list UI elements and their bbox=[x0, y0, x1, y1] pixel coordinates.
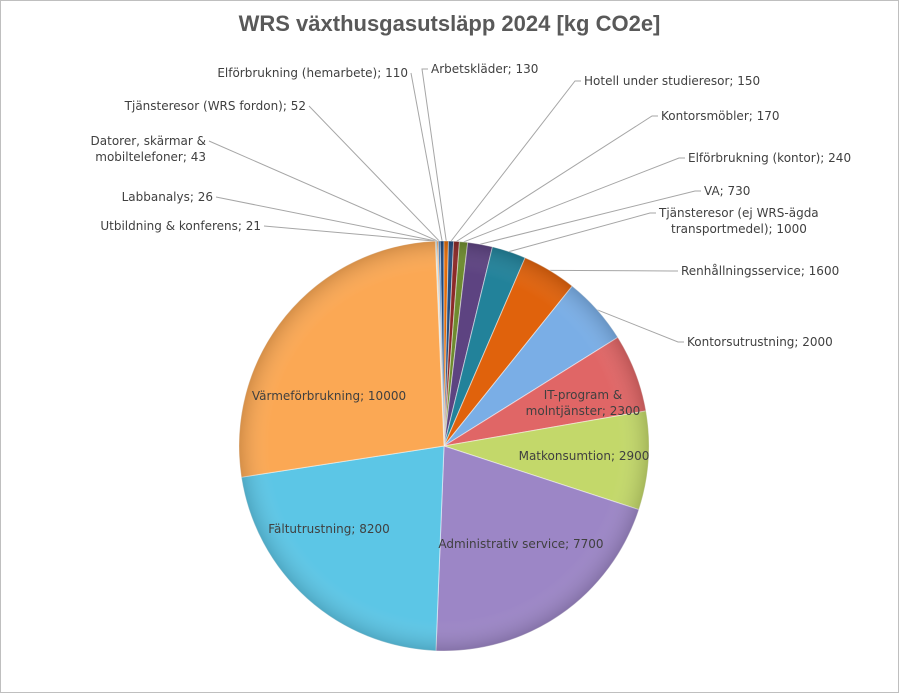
chart-title: WRS växthusgasutsläpp 2024 [kg CO2e] bbox=[238, 11, 661, 36]
leader-line bbox=[508, 212, 656, 253]
leader-lines bbox=[208, 68, 701, 343]
leader-line bbox=[480, 190, 701, 245]
leader-line bbox=[208, 140, 438, 242]
data-label: Fältutrustning; 8200 bbox=[268, 522, 390, 536]
leader-line bbox=[463, 157, 685, 243]
data-label: VA; 730 bbox=[704, 184, 750, 198]
leader-line bbox=[308, 105, 440, 242]
leader-line bbox=[215, 196, 437, 242]
data-label: Datorer, skärmar &mobiltelefoner; 43 bbox=[91, 134, 206, 164]
leader-line bbox=[263, 225, 436, 242]
data-label: Arbetskläder; 130 bbox=[431, 62, 538, 76]
leader-line bbox=[410, 72, 443, 242]
leader-line bbox=[421, 68, 447, 242]
pie-shading bbox=[239, 241, 649, 651]
data-label: Hotell under studieresor; 150 bbox=[584, 74, 760, 88]
data-label: Värmeförbrukning; 10000 bbox=[252, 389, 406, 403]
data-label: Matkonsumtion; 2900 bbox=[519, 449, 650, 463]
data-label: IT-program &molntjänster; 2300 bbox=[526, 388, 641, 418]
leader-line bbox=[597, 309, 684, 343]
data-label: Utbildning & konferens; 21 bbox=[100, 219, 261, 233]
data-label: Tjänsteresor (WRS fordon); 52 bbox=[124, 99, 306, 113]
leader-line bbox=[450, 80, 581, 242]
data-label: Labbanalys; 26 bbox=[122, 190, 213, 204]
data-label: Elförbrukning (kontor); 240 bbox=[688, 151, 851, 165]
data-label: Elförbrukning (hemarbete); 110 bbox=[217, 66, 408, 80]
data-label: Renhållningsservice; 1600 bbox=[681, 264, 839, 278]
leader-line bbox=[456, 115, 658, 242]
data-labels: Utbildning & konferens; 21 Labbanalys; 26… bbox=[91, 62, 852, 551]
data-label: Kontorsmöbler; 170 bbox=[661, 109, 780, 123]
data-label: Administrativ service; 7700 bbox=[438, 537, 603, 551]
leader-line bbox=[549, 269, 678, 272]
data-label: Kontorsutrustning; 2000 bbox=[687, 335, 833, 349]
